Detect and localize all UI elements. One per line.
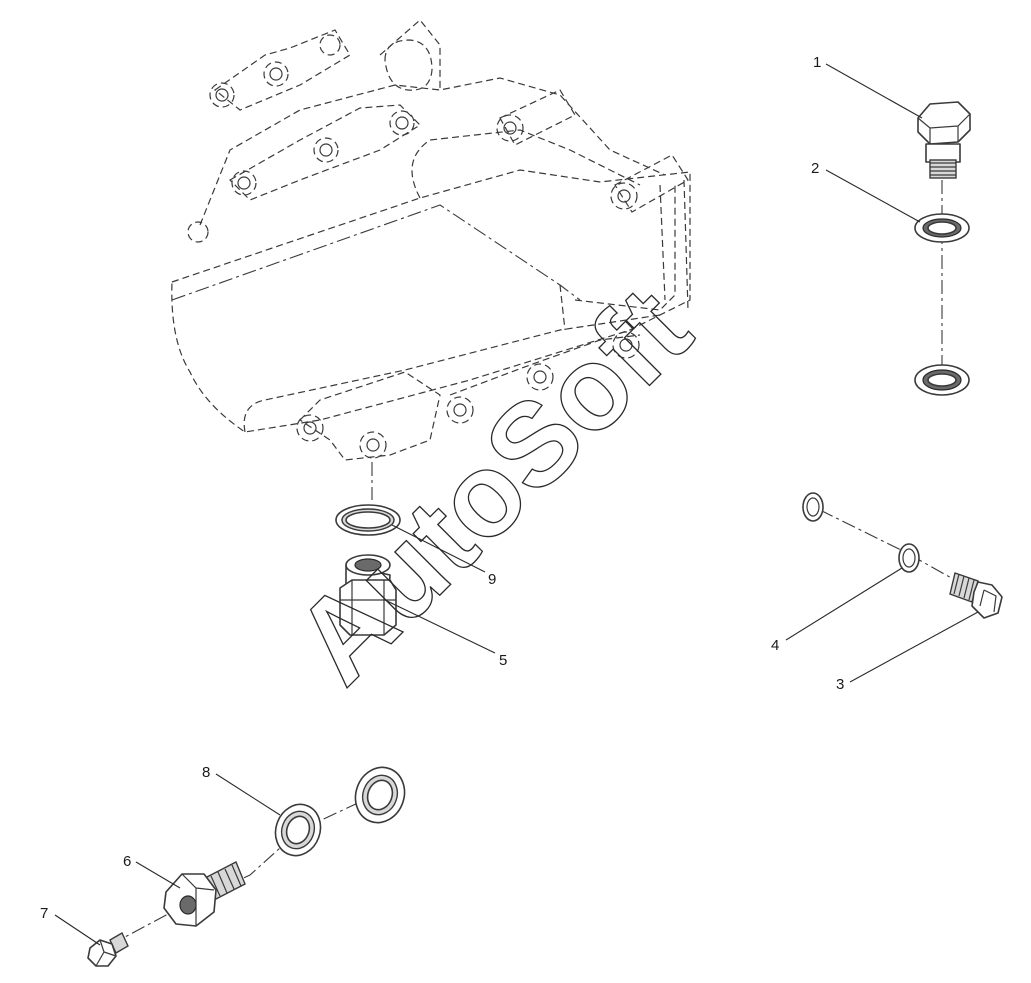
watermark-text: AutoSoft <box>270 263 716 709</box>
callout-3: 3 <box>836 676 844 693</box>
fitting-5 <box>339 554 397 636</box>
callout-5: 5 <box>499 652 507 669</box>
callout-9: 9 <box>488 571 496 588</box>
main-housing <box>171 19 691 461</box>
callout-4: 4 <box>771 637 779 654</box>
callout-labels: 1 2 3 4 5 6 7 8 9 <box>40 54 844 922</box>
sealing-washer-2-lower <box>914 364 970 396</box>
bolt-3-assembly <box>802 492 1003 619</box>
callout-7: 7 <box>40 905 48 922</box>
callout-1: 1 <box>813 54 821 71</box>
banjo-bolt-1 <box>917 101 971 375</box>
callout-2: 2 <box>811 160 819 177</box>
banjo-assembly-lower <box>87 766 406 967</box>
sealing-washer-2-upper <box>914 213 970 243</box>
washer-9 <box>335 462 401 536</box>
leader-lines <box>54 63 979 946</box>
callout-8: 8 <box>202 764 210 781</box>
callout-6: 6 <box>123 853 131 870</box>
